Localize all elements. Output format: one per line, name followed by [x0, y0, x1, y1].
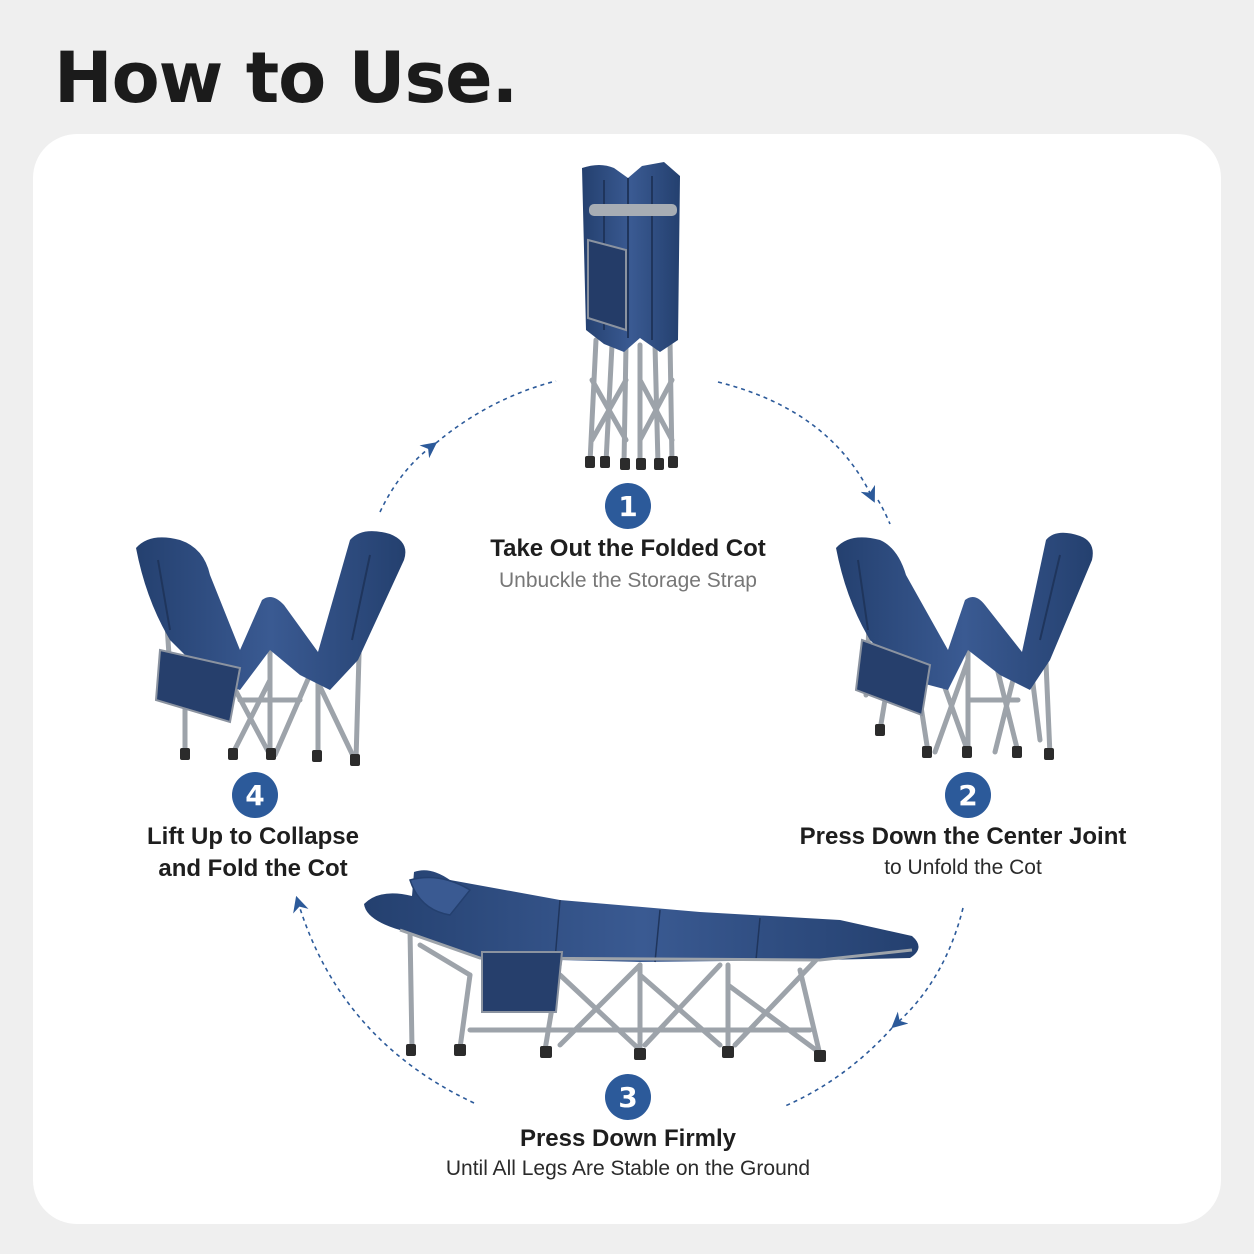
step-3-subtitle: Until All Legs Are Stable on the Ground	[445, 1157, 811, 1180]
folded-cot-image	[582, 162, 680, 470]
cycle-arrow-icon	[891, 907, 964, 1029]
step-3-badge: 3	[605, 1074, 651, 1120]
page-title: How to Use.	[54, 37, 518, 119]
step-4-subtitle: and Fold the Cot	[158, 855, 348, 882]
cycle-arrow-icon	[717, 381, 876, 503]
svg-text:1: 1	[618, 490, 637, 523]
step-2-badge: 2	[945, 772, 991, 818]
step-4-badge: 4	[232, 772, 278, 818]
step-1-title: Take Out the Folded Cot	[490, 535, 766, 562]
half-unfolded-cot-image	[836, 532, 1093, 760]
cycle-arrow-icon	[784, 1027, 893, 1107]
unfolded-cot-image	[364, 870, 919, 1062]
step-3-title: Press Down Firmly	[519, 1125, 737, 1152]
cycle-arrows	[293, 380, 964, 1107]
cycle-arrow-icon	[877, 499, 891, 525]
cycle-arrow-icon	[379, 442, 438, 513]
half-folded-cot-image	[136, 531, 406, 766]
svg-text:4: 4	[245, 779, 264, 812]
svg-text:2: 2	[958, 779, 977, 812]
cycle-arrow-icon	[435, 380, 557, 444]
svg-text:3: 3	[618, 1081, 637, 1114]
cycle-arrow-icon	[293, 895, 475, 1104]
step-1-badge: 1	[605, 483, 651, 529]
step-4-title: Lift Up to Collapse	[147, 823, 359, 850]
step-1-subtitle: Unbuckle the Storage Strap	[499, 569, 757, 592]
step-2-title: Press Down the Center Joint	[799, 823, 1127, 850]
step-2-subtitle: to Unfold the Cot	[884, 856, 1042, 879]
